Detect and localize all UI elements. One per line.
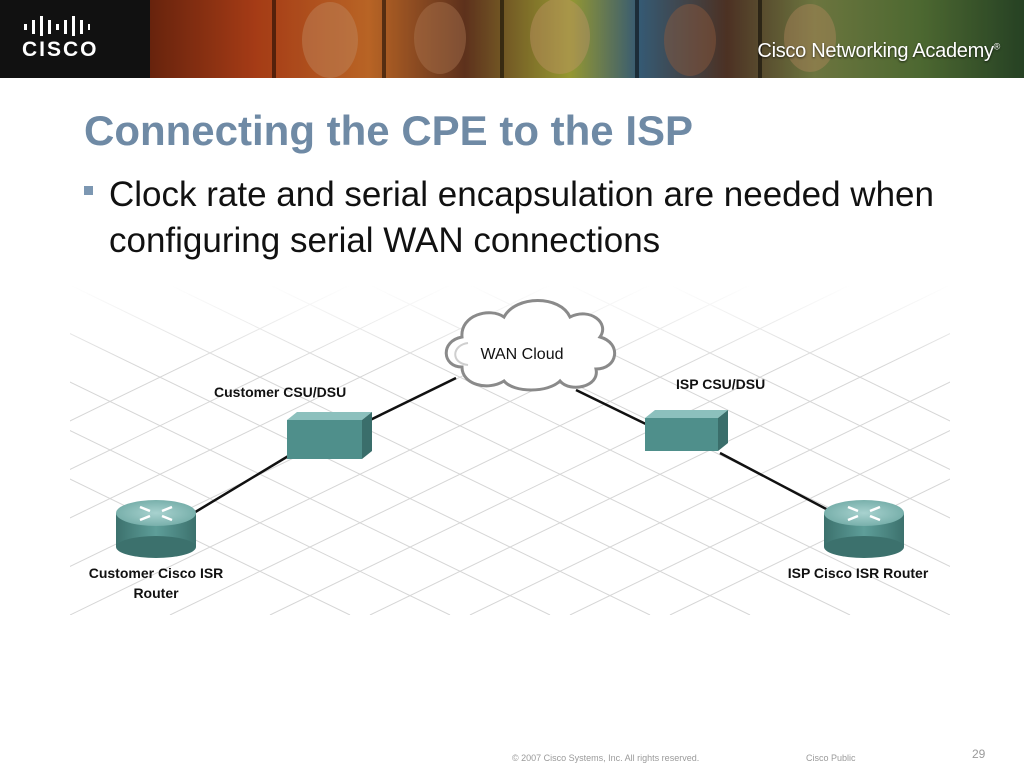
bullet-text: Clock rate and serial encapsulation are … (109, 175, 934, 260)
customer-csu-dsu-label: Customer CSU/DSU (214, 384, 346, 400)
wan-cloud-icon (444, 299, 617, 392)
slide-title: Connecting the CPE to the ISP (84, 107, 694, 154)
network-diagram: WAN Cloud Customer CSU/DSU ISP CSU/DSU C… (70, 285, 950, 615)
banner-photo-strip (150, 0, 1024, 78)
customer-router-label-line1: Customer Cisco ISR (89, 565, 224, 581)
wan-cloud-label: WAN Cloud (481, 346, 564, 363)
isp-csu-dsu-icon (645, 410, 728, 451)
academy-title-text: Cisco Networking Academy (757, 40, 994, 62)
cisco-bridge-icon (24, 16, 90, 36)
link-customer-router-to-csu (191, 453, 291, 516)
link-isp-csu-to-router (719, 451, 831, 513)
customer-csu-dsu-icon (287, 412, 372, 459)
cisco-logo: CISCO (0, 0, 150, 78)
customer-router-icon (116, 500, 196, 558)
footer-copyright: © 2007 Cisco Systems, Inc. All rights re… (512, 753, 700, 763)
isp-router-label: ISP Cisco ISR Router (788, 565, 929, 581)
isp-router-icon (824, 500, 904, 558)
link-customer-csu-to-cloud (365, 376, 457, 424)
header-banner: CISCO Cisco Networking Academy® (0, 0, 1024, 78)
cisco-logo-text: CISCO (22, 38, 99, 61)
footer-classification: Cisco Public (806, 753, 856, 763)
bullet-square-icon (84, 186, 93, 195)
bullet-item: Clock rate and serial encapsulation are … (84, 172, 964, 263)
isp-csu-dsu-label: ISP CSU/DSU (676, 376, 765, 392)
page-number: 29 (972, 747, 986, 761)
link-cloud-to-isp-csu (575, 388, 653, 429)
academy-title: Cisco Networking Academy® (757, 40, 1000, 63)
customer-router-label-line2: Router (133, 585, 179, 601)
academy-registered-mark: ® (993, 41, 1001, 52)
